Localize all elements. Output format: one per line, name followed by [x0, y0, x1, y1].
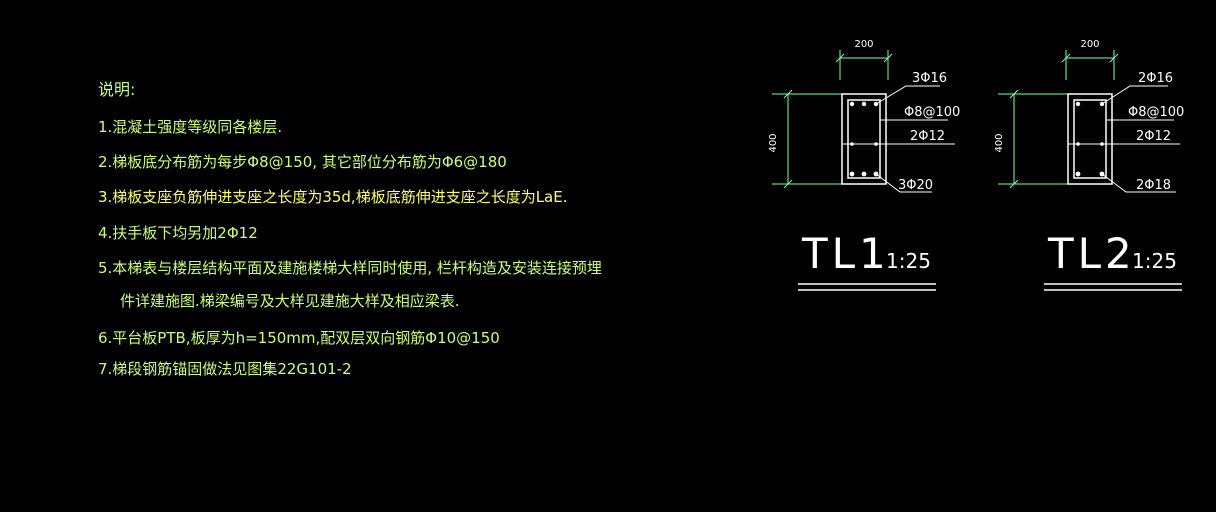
bottom-bars-label: 3Φ20 [898, 178, 933, 193]
beam-name: TL1 [801, 229, 890, 278]
leader-top-bars [875, 85, 940, 105]
stirrup-label: Φ8@100 [904, 105, 960, 120]
stirrup-label: Φ8@100 [1128, 105, 1184, 120]
top-bars-label: 3Φ16 [912, 71, 947, 86]
bottom-bars-label: 2Φ18 [1136, 178, 1171, 193]
top-bar [1075, 101, 1081, 107]
beam-section-tl1: 200 400 3Φ16 Φ8@100 2Φ12 3Φ20 TL1 [768, 39, 960, 291]
bottom-bar [1075, 171, 1081, 177]
note-item-7: 7.梯段钢筋锚固做法见图集22G101-2 [98, 360, 352, 378]
note-item-1: 1.混凝土强度等级同各楼层. [98, 118, 282, 136]
note-item-3: 3.梯板支座负筋伸进支座之长度为35d,梯板底筋伸进支座之长度为LaE. [98, 188, 568, 206]
bottom-bar [861, 171, 867, 177]
side-bars-label: 2Φ12 [1136, 129, 1171, 144]
width-dim-tick-left [835, 53, 845, 63]
width-dim-tick-right [1109, 53, 1119, 63]
note-item-5-cont: 件详建施图.梯梁编号及大样见建施大样及相应梁表. [120, 292, 460, 310]
note-item-5: 5.本梯表与楼层结构平面及建施楼梯大样同时使用, 栏杆构造及安装连接预埋 [98, 259, 602, 277]
bottom-bar [849, 171, 855, 177]
stirrup-outline [1073, 99, 1107, 179]
width-dim-text: 200 [854, 39, 873, 50]
leader-bottom-bars [875, 173, 932, 193]
section-outline [1067, 93, 1113, 185]
top-bar [849, 101, 855, 107]
notes-heading: 说明: [98, 80, 135, 99]
side-bars-label: 2Φ12 [910, 129, 945, 144]
leader-top-bars [1101, 85, 1168, 105]
width-dim-text: 200 [1080, 39, 1099, 50]
section-outline [841, 93, 887, 185]
top-bars-label: 2Φ16 [1138, 71, 1173, 86]
beam-section-tl2: 200 400 2Φ16 Φ8@100 2Φ12 2Φ18 TL2 1:25 [994, 39, 1184, 291]
width-dim-tick-left [1061, 53, 1071, 63]
height-dim-text: 400 [768, 133, 779, 152]
note-item-2: 2.梯板底分布筋为每步Φ8@150, 其它部位分布筋为Φ6@180 [98, 153, 507, 171]
leader-bottom-bars [1101, 173, 1176, 193]
height-dim-tick-bottom [783, 179, 793, 189]
stirrup-outline [847, 99, 881, 179]
note-item-4: 4.扶手板下均另加2Φ12 [98, 224, 258, 242]
beam-scale: 1:25 [1132, 249, 1177, 273]
beam-name: TL2 [1047, 229, 1136, 278]
width-dim-tick-right [883, 53, 893, 63]
height-dim-text: 400 [994, 133, 1005, 152]
notes-block: 说明: 1.混凝土强度等级同各楼层. 2.梯板底分布筋为每步Φ8@150, 其它… [98, 80, 602, 378]
height-dim-tick-top [1009, 89, 1019, 99]
height-dim-tick-top [783, 89, 793, 99]
beam-scale: 1:25 [886, 249, 931, 273]
height-dim-tick-bottom [1009, 179, 1019, 189]
top-bar [861, 101, 867, 107]
note-item-6: 6.平台板PTB,板厚为h=150mm,配双层双向钢筋Φ10@150 [98, 329, 500, 347]
